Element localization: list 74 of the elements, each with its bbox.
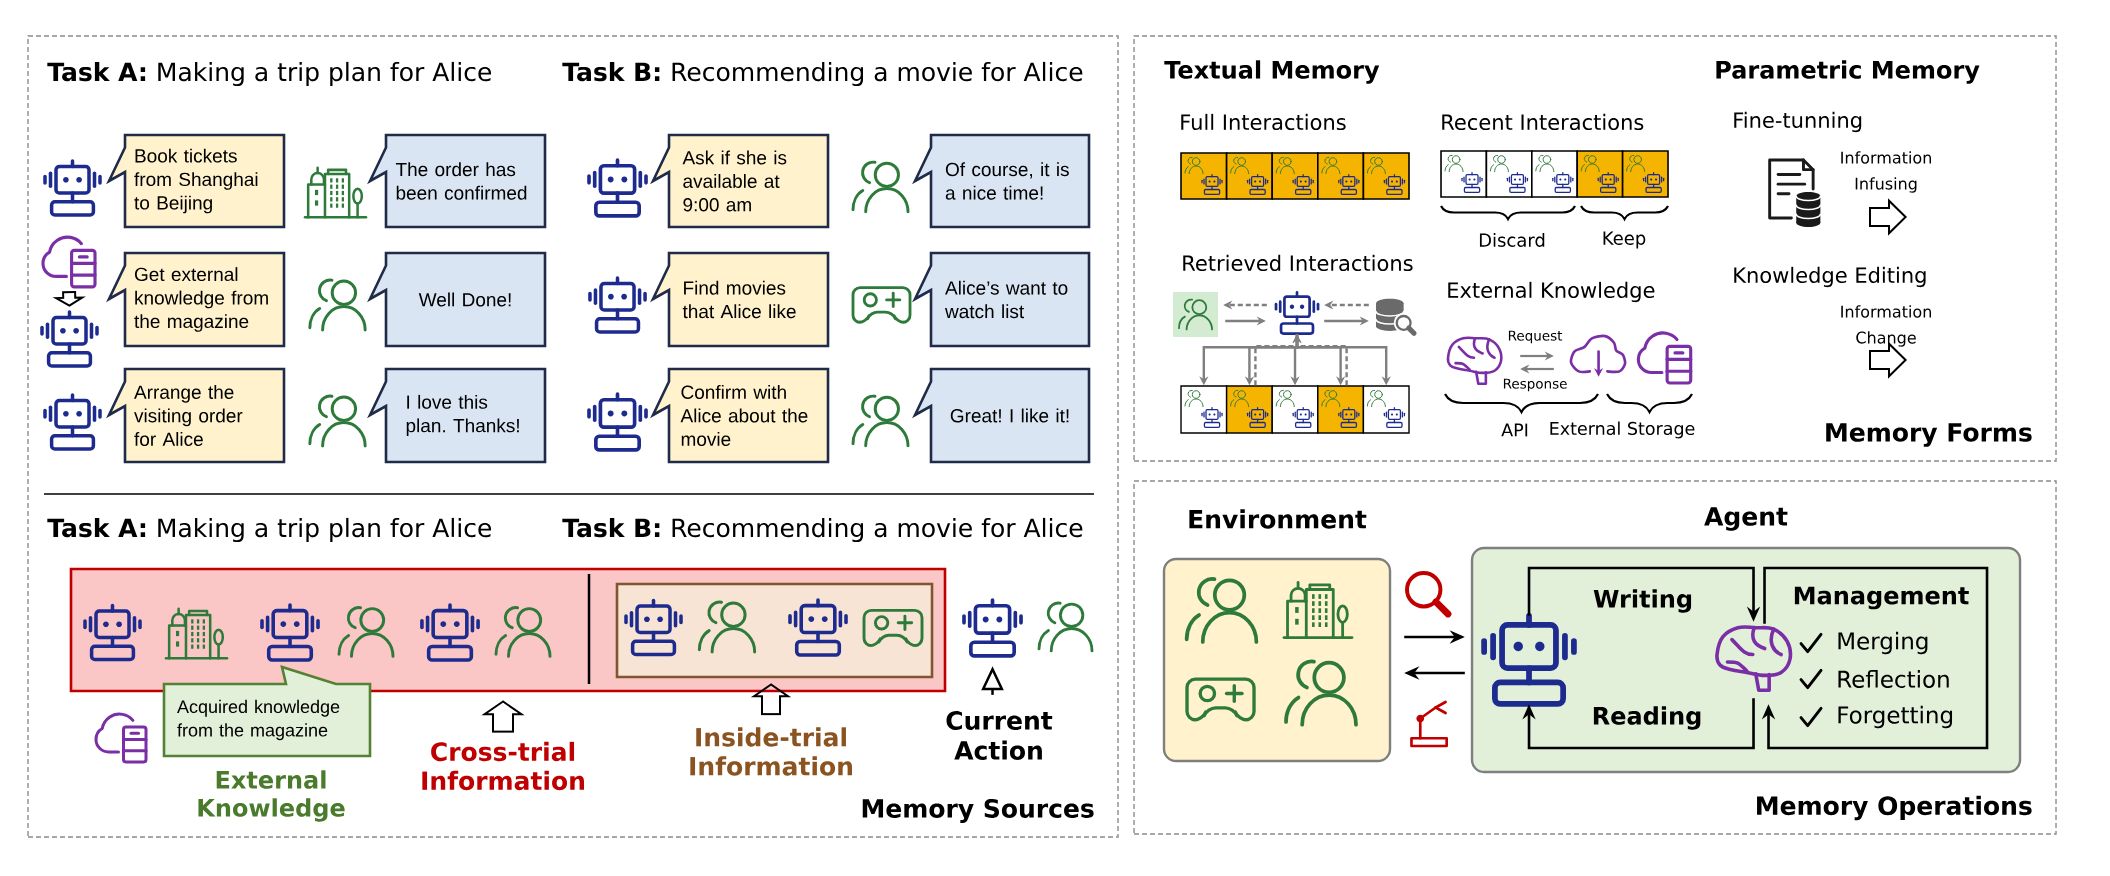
interaction-cell (1576, 150, 1624, 198)
edge-label: Reading (1593, 706, 1701, 730)
subheading: Knowledge Editing (1734, 266, 1926, 288)
edge-label: Writing (1593, 589, 1692, 613)
speech-bubble: Ask if she is available at 9:00 am (650, 133, 830, 229)
brain-icon (1715, 625, 1793, 693)
interaction-cell (1362, 152, 1410, 200)
speech-bubble: Book tickets from Shanghai to Beijing (106, 133, 286, 229)
speech-bubble: Get external knowledge from the magazine (106, 251, 286, 348)
section-heading: Task A: Making a trip plan for Alice (47, 517, 492, 543)
subheading: Recent Interactions (1442, 113, 1644, 131)
interaction-cell (1271, 385, 1319, 434)
brace-label: External Storage (1550, 421, 1695, 439)
robot-icon (1274, 291, 1320, 335)
brace-label: API (1501, 423, 1528, 437)
caption-text: External Knowledge (198, 770, 345, 822)
interaction-cell (1271, 152, 1319, 200)
interaction-cell (1440, 150, 1488, 198)
callout-box: Acquired knowledge from the magazine (162, 665, 372, 758)
speech-bubble: Arrange the visiting order for Alice (106, 367, 286, 464)
speech-bubble: Great! I like it! (912, 367, 1091, 464)
subheading: External Knowledge (1448, 281, 1655, 303)
speech-bubble: Alice’s want to watch list (912, 251, 1091, 348)
checklist-item: Forgetting (1838, 705, 1953, 729)
section-heading: Task A: Making a trip plan for Alice (47, 61, 492, 87)
arrow-label: Information Infusing (1841, 151, 1931, 193)
interaction-cell (1362, 385, 1410, 434)
brain-icon (1446, 336, 1503, 385)
panel-title: Memory Operations (1757, 795, 2032, 821)
interaction-cell (1180, 152, 1228, 200)
speech-bubble: I love this plan. Thanks! (367, 367, 547, 464)
panel-heading: Textual Memory (1164, 60, 1380, 84)
section-heading: Task B: Recommending a movie for Alice (562, 517, 1083, 543)
speech-bubble: Confirm with Alice about the movie (650, 367, 830, 464)
robot-icon (40, 310, 99, 368)
interaction-cell (1485, 150, 1533, 198)
robot-icon (962, 598, 1023, 658)
box-heading: Environment (1189, 509, 1367, 529)
panel-title: Memory Forms (1826, 423, 2032, 447)
checklist-item: Merging (1838, 631, 1928, 655)
category-label: Cross-trial Information (422, 741, 584, 791)
brace-label: Keep (1603, 231, 1646, 249)
database-search-icon (1375, 298, 1417, 336)
category-label: Current Action (946, 711, 1053, 760)
speech-bubble: Find movies that Alice like (650, 251, 830, 348)
edge-label: Response (1503, 378, 1567, 392)
section-heading: Task B: Recommending a movie for Alice (562, 61, 1083, 87)
panel-heading: Parametric Memory (1716, 60, 1980, 84)
interaction-cell (1531, 150, 1578, 198)
speech-bubble: The order has been confirmed (367, 133, 547, 229)
checklist-item: Reflection (1838, 670, 1949, 688)
arrow-label: Information Change (1841, 305, 1931, 347)
arrow (1761, 566, 1989, 750)
panel-title: Memory Sources (862, 799, 1094, 823)
interaction-cell (1225, 385, 1273, 434)
subheading: Fine-tunning (1734, 111, 1862, 133)
speech-bubble: Well Done! (367, 251, 547, 348)
subheading: Full Interactions (1181, 113, 1346, 131)
box-heading: Agent (1704, 507, 1788, 531)
interaction-cell (1317, 152, 1365, 200)
edge-label: Request (1508, 330, 1563, 344)
brace-label: Discard (1479, 233, 1545, 247)
person-icon (1173, 292, 1218, 337)
category-label: Inside-trial Information (690, 727, 852, 776)
interaction-cell (1621, 150, 1669, 198)
edge-label: Management (1794, 586, 1969, 610)
arrow (1522, 698, 1755, 750)
subheading: Retrieved Interactions (1183, 254, 1413, 272)
interaction-cell (1225, 152, 1273, 200)
interaction-cell (1317, 385, 1365, 434)
robot-icon (1481, 613, 1577, 707)
speech-bubble: Of course, it is a nice time! (912, 133, 1091, 229)
interaction-cell (1180, 385, 1228, 434)
cloud-database-icon (41, 235, 97, 289)
